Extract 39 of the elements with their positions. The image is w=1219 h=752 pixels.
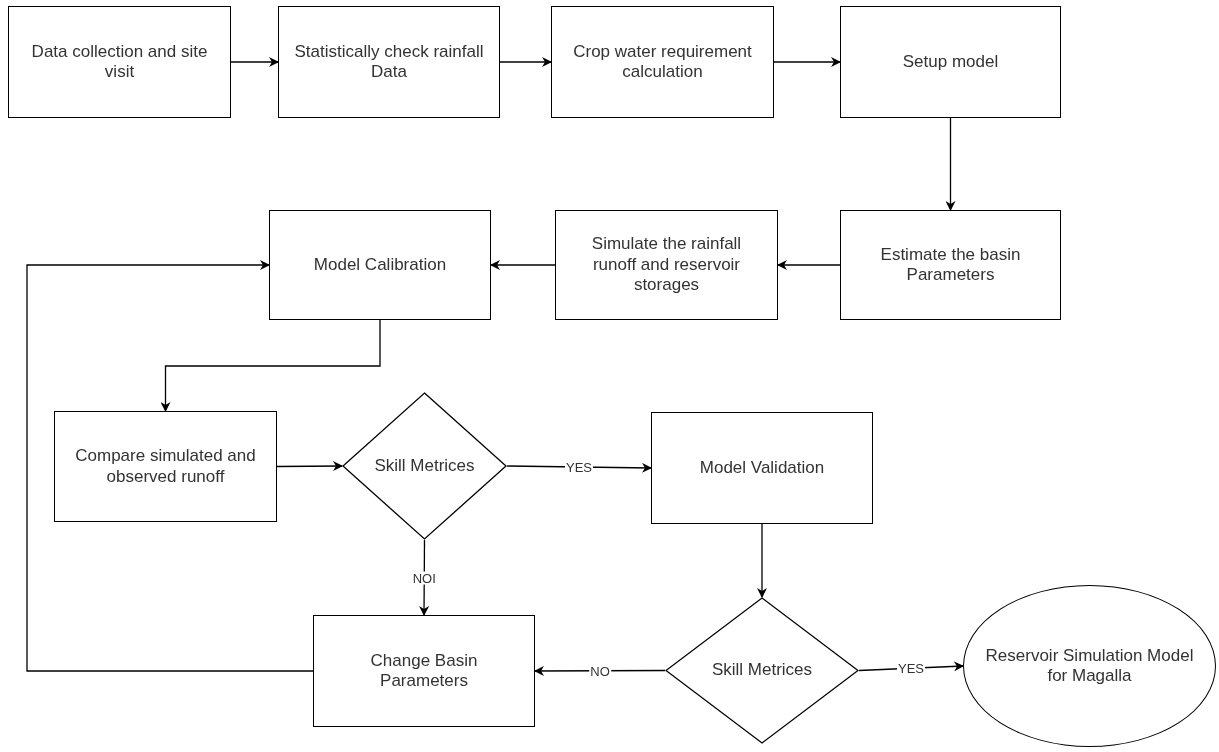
edge-label: YES — [565, 460, 593, 474]
process-box — [269, 210, 491, 320]
node-label: Statistically check rainfall Data — [293, 41, 485, 83]
node-label: Model Calibration — [312, 254, 448, 276]
edge-label: NOI — [411, 571, 437, 584]
arrow — [777, 260, 841, 270]
node-label: Skill Metrices — [373, 455, 476, 477]
decision-diamond — [665, 597, 859, 744]
process-box — [278, 6, 500, 118]
node-label: Setup model — [901, 51, 1000, 73]
arrow — [490, 260, 556, 270]
arrow — [757, 523, 767, 598]
arrow — [945, 117, 956, 211]
node-label: Change Basin Parameters — [369, 650, 479, 692]
arrow — [499, 57, 552, 67]
arrow — [230, 57, 279, 67]
node-label: Estimate the basin Parameters — [879, 244, 1022, 286]
arrow — [773, 57, 841, 67]
node-label: Crop water requirement calculation — [572, 41, 753, 83]
arrow — [276, 461, 343, 472]
node-label: Skill Metrices — [710, 660, 814, 681]
process-box — [840, 6, 1061, 118]
process-box — [840, 210, 1061, 320]
process-box — [8, 6, 231, 118]
node-label: Reservoir Simulation Model for Magalla — [984, 645, 1195, 687]
node-label: Data collection and site visit — [30, 41, 209, 83]
process-box — [551, 6, 774, 118]
process-box — [651, 412, 873, 524]
edge-label: YES — [897, 661, 925, 675]
edge-label: NO — [589, 664, 611, 678]
node-label: Simulate the rainfall runoff and reservoir storages — [590, 234, 743, 296]
process-box — [555, 210, 778, 320]
arrow — [26, 260, 314, 672]
process-box — [313, 615, 535, 727]
arrow — [160, 319, 381, 412]
node-label: Model Validation — [698, 457, 826, 479]
node-label: Compare simulated and observed runoff — [74, 446, 257, 487]
decision-diamond — [342, 392, 507, 540]
process-box — [54, 411, 277, 522]
